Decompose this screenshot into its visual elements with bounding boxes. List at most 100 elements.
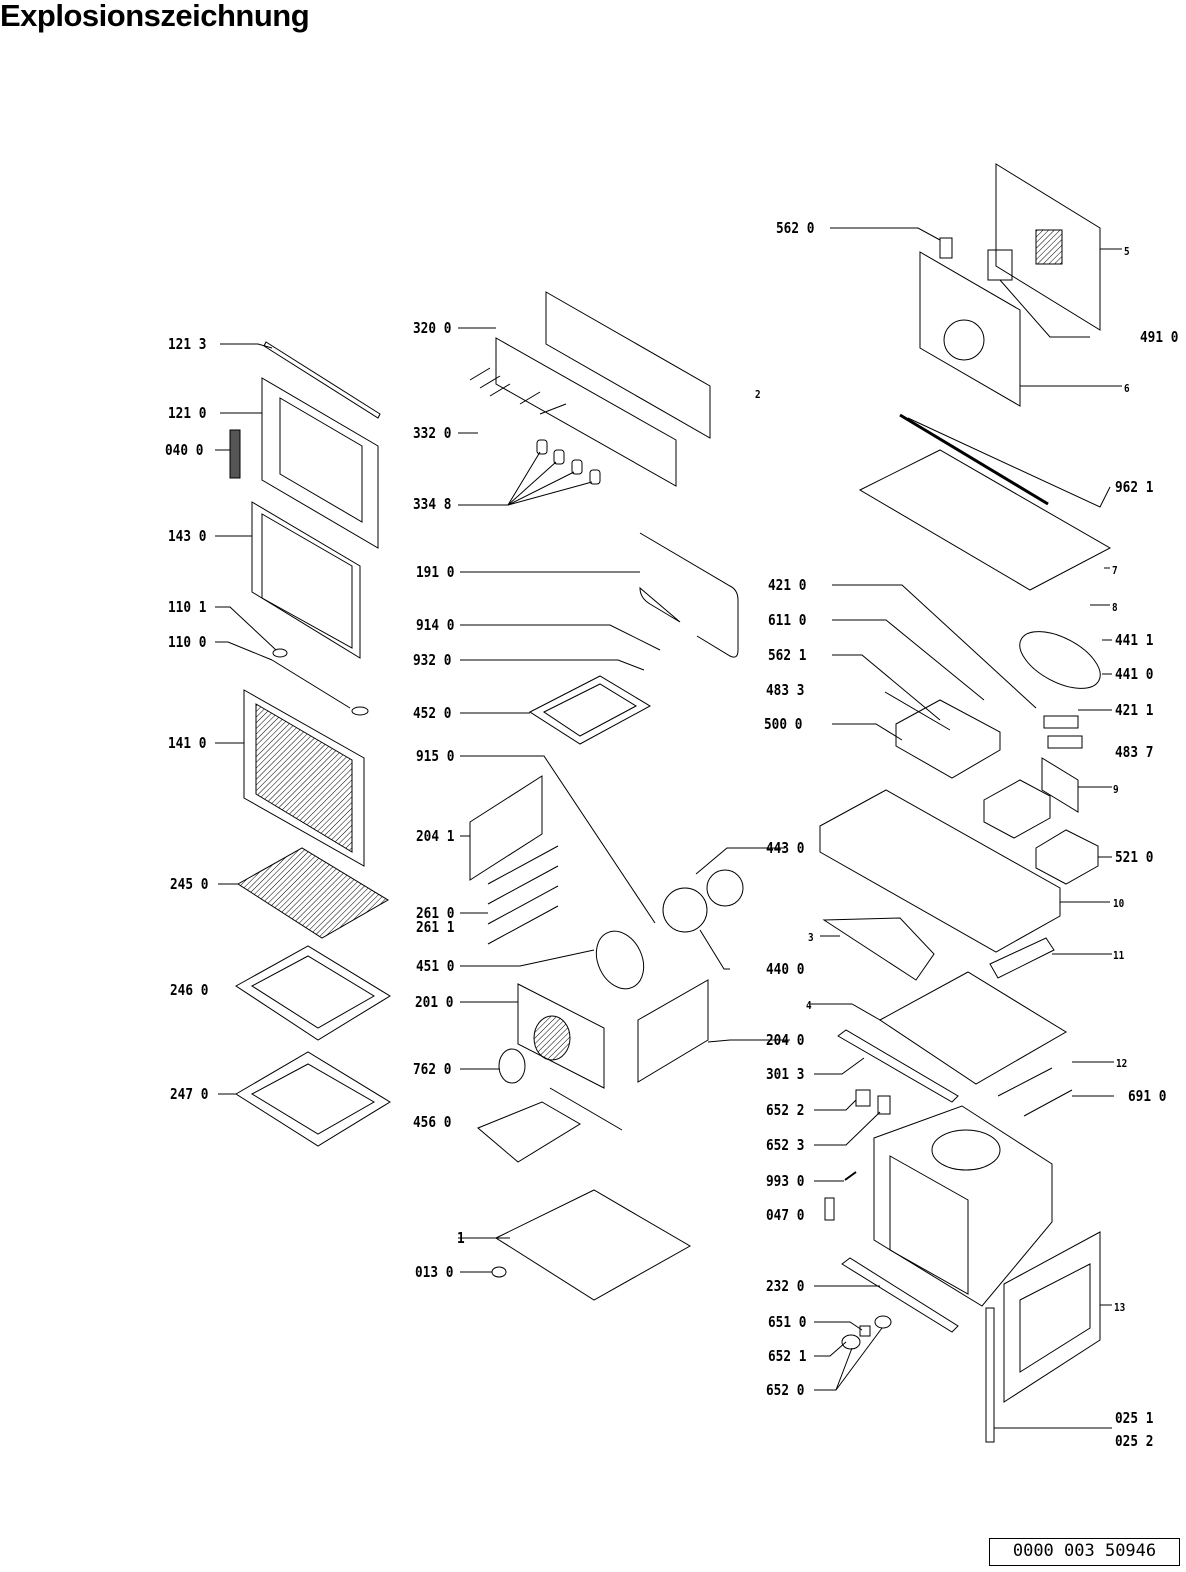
electrical-housing-part xyxy=(820,790,1060,952)
document-number-box: 0000 003 50946 xyxy=(989,1538,1180,1566)
part-label-451-0: 451 0 xyxy=(416,957,455,975)
part-label-4: 4 xyxy=(806,999,812,1012)
control-panel-part xyxy=(496,292,710,486)
part-label-452-0: 452 0 xyxy=(413,704,452,722)
part-label-483-3: 483 3 xyxy=(766,681,805,699)
part-label-932-0: 932 0 xyxy=(413,651,452,669)
part-label-261-0: 261 0 xyxy=(416,904,455,922)
fan-cover-panel-part xyxy=(470,776,542,880)
part-label-334-8: 334 8 xyxy=(413,495,452,513)
part-label-110-0: 110 0 xyxy=(168,633,207,651)
part-label-500-0: 500 0 xyxy=(764,715,803,733)
part-label-047-0: 047 0 xyxy=(766,1206,805,1224)
part-label-421-1: 421 1 xyxy=(1115,701,1154,719)
part-label-611-0: 611 0 xyxy=(768,611,807,629)
part-label-7: 7 xyxy=(1112,564,1118,577)
oven-cavity-part xyxy=(874,1106,1052,1306)
top-cover-part xyxy=(860,450,1110,590)
page-title: Explosionszeichnung xyxy=(0,0,310,33)
part-label-914-0: 914 0 xyxy=(416,616,455,634)
part-label-6: 6 xyxy=(1124,382,1130,395)
transformer-part xyxy=(988,250,1012,280)
heating-element-grill-part xyxy=(530,676,650,744)
part-label-247-0: 247 0 xyxy=(170,1085,209,1103)
part-label-11: 11 xyxy=(1113,949,1125,962)
lower-heating-element-part xyxy=(478,1088,622,1162)
part-label-762-0: 762 0 xyxy=(413,1060,452,1078)
part-label-562-0: 562 0 xyxy=(776,219,815,237)
part-label-143-0: 143 0 xyxy=(168,527,207,545)
part-label-521-0: 521 0 xyxy=(1115,848,1154,866)
deep-tray-part xyxy=(236,1052,390,1146)
part-label-13: 13 xyxy=(1114,1301,1126,1314)
part-label-10: 10 xyxy=(1113,897,1125,910)
fan-part xyxy=(663,870,743,932)
part-label-3: 3 xyxy=(808,931,814,944)
part-label-2: 2 xyxy=(755,388,761,401)
part-label-421-0: 421 0 xyxy=(768,576,807,594)
top-insulation-plate-part xyxy=(880,972,1066,1084)
fan-mounting-plate-part xyxy=(920,252,1020,406)
part-label-915-0: 915 0 xyxy=(416,747,455,765)
part-label-691-0: 691 0 xyxy=(1128,1087,1167,1105)
temperature-sensor-part xyxy=(1024,1090,1072,1116)
part-label-8: 8 xyxy=(1112,601,1118,614)
part-label-993-0: 993 0 xyxy=(766,1172,805,1190)
part-label-201-0: 201 0 xyxy=(415,993,454,1011)
cavity-screw-part xyxy=(845,1172,856,1180)
rear-cover-part xyxy=(996,164,1100,330)
inner-glass-part xyxy=(252,502,360,658)
baking-tray-part xyxy=(236,946,390,1040)
foot-part xyxy=(492,1267,506,1277)
shelf-supports-part xyxy=(488,846,558,944)
part-label-121-0: 121 0 xyxy=(168,404,207,422)
part-label-9: 9 xyxy=(1113,783,1119,796)
part-label-301-3: 301 3 xyxy=(766,1065,805,1083)
part-label-121-3: 121 3 xyxy=(168,335,207,353)
part-label-441-1: 441 1 xyxy=(1115,631,1154,649)
part-label-025-2: 025 2 xyxy=(1115,1432,1154,1450)
part-label-12: 12 xyxy=(1116,1057,1128,1070)
back-panel-part xyxy=(518,984,604,1088)
leader-lines xyxy=(215,228,1122,1428)
part-label-562-1: 562 1 xyxy=(768,646,807,664)
oven-seal-part xyxy=(640,533,738,657)
control-knobs-part xyxy=(537,440,600,484)
thermostat-bracket-part xyxy=(940,238,952,258)
side-trim-strip-part xyxy=(986,1308,994,1442)
part-label-040-0: 040 0 xyxy=(165,441,204,459)
part-label-443-0: 443 0 xyxy=(766,839,805,857)
front-frame-part xyxy=(1004,1232,1100,1402)
seal-strip-part xyxy=(900,415,1048,504)
relay-boxes-part xyxy=(984,780,1098,884)
part-label-013-0: 013 0 xyxy=(415,1263,454,1281)
door-hinge-part xyxy=(230,430,240,478)
part-label-962-1: 962 1 xyxy=(1115,478,1154,496)
part-label-025-1: 025 1 xyxy=(1115,1409,1154,1427)
door-inner-frame-part xyxy=(262,378,378,548)
part-label-261-1: 261 1 xyxy=(416,918,455,936)
part-label-483-7: 483 7 xyxy=(1115,743,1154,761)
part-label-141-0: 141 0 xyxy=(168,734,207,752)
front-trim-part xyxy=(824,918,934,980)
vent-plate-part xyxy=(990,938,1054,978)
part-label-191-0: 191 0 xyxy=(416,563,455,581)
terminal-blocks-part xyxy=(1042,716,1082,812)
part-label-652-0: 652 0 xyxy=(766,1381,805,1399)
door-seal-strip-part xyxy=(264,342,380,418)
part-label-652-2: 652 2 xyxy=(766,1101,805,1119)
part-label-232-0: 232 0 xyxy=(766,1277,805,1295)
part-label-204-1: 204 1 xyxy=(416,827,455,845)
part-label-246-0: 246 0 xyxy=(170,981,209,999)
part-label-110-1: 110 1 xyxy=(168,598,207,616)
part-label-1: 1 xyxy=(457,1229,465,1247)
door-switch-part xyxy=(856,1090,890,1114)
part-label-332-0: 332 0 xyxy=(413,424,452,442)
electronics-module-part xyxy=(896,700,1000,778)
part-label-5: 5 xyxy=(1124,245,1130,258)
knob-shafts-part xyxy=(470,368,566,414)
side-panel-part xyxy=(638,980,708,1082)
lamp-cover-part xyxy=(499,1049,525,1083)
part-label-320-0: 320 0 xyxy=(413,319,452,337)
